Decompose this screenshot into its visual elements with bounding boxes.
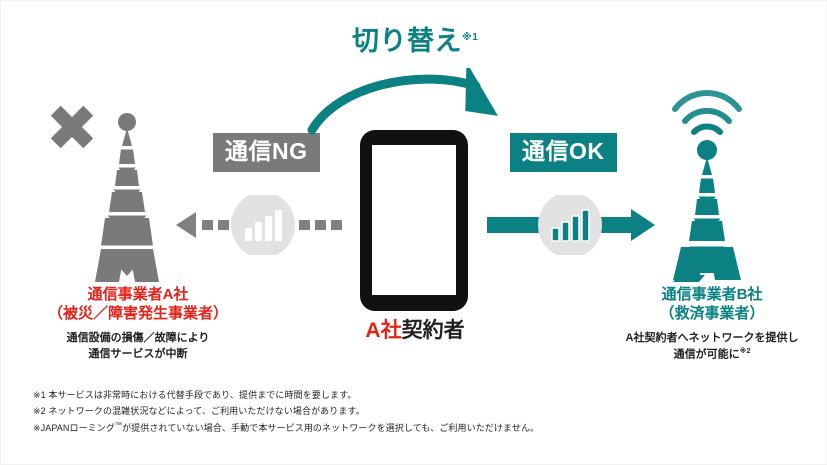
right-sub-line2-text: 通信が可能に <box>673 348 740 361</box>
smartphone-icon <box>360 130 468 311</box>
footnote-3-tm: ™ <box>114 421 123 429</box>
left-carrier-label: 通信事業者A社 （被災／障害発生事業者） <box>18 286 258 324</box>
status-badge-ng: 通信NG <box>213 133 320 172</box>
footnote-3-b: が提供されていない場合、手動で本サービス用のネットワークを選択しても、ご利用いた… <box>122 422 540 433</box>
left-tower-group <box>43 100 188 285</box>
left-carrier-line1: 通信事業者A社 <box>87 286 189 303</box>
footnote-3-a: ※JAPANローミング <box>33 422 115 433</box>
right-tower-group <box>645 75 775 285</box>
phone-caption-red: A社 <box>365 319 402 342</box>
switch-curved-arrow-icon <box>307 68 498 135</box>
left-carrier-line2: （被災／障害発生事業者） <box>47 304 228 322</box>
right-carrier-label: 通信事業者B社 （救済事業者） <box>602 286 822 324</box>
left-carrier-sublabel: 通信設備の損傷／故障により 通信サービスが中断 <box>18 331 258 363</box>
switch-label-note: ※1 <box>462 32 479 43</box>
left-sub-line1: 通信設備の損傷／故障により <box>66 332 210 344</box>
left-sub-line2: 通信サービスが中断 <box>88 347 188 360</box>
solid-arrow-right-icon <box>487 209 655 241</box>
left-signal-flow-group <box>176 195 342 255</box>
cell-tower-icon <box>672 90 742 282</box>
cell-tower-icon <box>50 105 159 282</box>
footnote-2: ※2 ネットワークの混雑状況などによって、ご利用いただけない場合があります。 <box>33 405 365 416</box>
right-sub-line2: 通信が可能に※2 <box>602 347 822 364</box>
wifi-waves-icon <box>672 90 742 135</box>
footnote-3: ※JAPANローミング™が提供されていない場合、手動で本サービス用のネットワーク… <box>33 420 539 437</box>
dashed-arrow-left-icon <box>176 212 342 238</box>
signal-bars-icon <box>231 195 295 255</box>
status-badge-ok: 通信OK <box>510 133 617 172</box>
right-sub-line1: A社契約者へネットワークを提供し <box>625 332 799 344</box>
tower-beacon-icon <box>118 113 136 131</box>
phone-caption-black: 契約者 <box>401 319 465 342</box>
footnotes: ※1 本サービスは非常時における代替手段であり、提供までに時間を要します。 ※2… <box>33 388 539 436</box>
phone-caption: A社契約者 <box>340 320 490 341</box>
footnote-1: ※1 本サービスは非常時における代替手段であり、提供までに時間を要します。 <box>33 390 357 400</box>
right-carrier-line2: （救済事業者） <box>659 304 765 322</box>
right-carrier-line1: 通信事業者B社 <box>661 286 763 303</box>
switch-label: 切り替え※1 <box>352 28 478 55</box>
right-signal-flow-group <box>487 195 655 255</box>
switch-label-text: 切り替え <box>352 26 462 56</box>
signal-bars-icon <box>538 195 602 255</box>
right-carrier-sublabel: A社契約者へネットワークを提供し 通信が可能に※2 <box>602 331 822 364</box>
tower-beacon-icon <box>697 140 717 160</box>
right-sub-note: ※2 <box>739 347 751 355</box>
x-mark-icon <box>50 105 94 149</box>
